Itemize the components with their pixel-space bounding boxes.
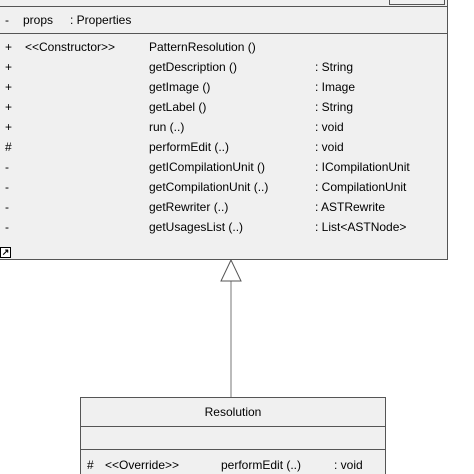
attributes-compartment: - props : Properties (0, 7, 447, 34)
operation-name: performEdit (..) (221, 458, 302, 472)
operation-return-type: : ICompilationUnit (315, 160, 410, 174)
operation-visibility: + (5, 120, 13, 134)
resolution-class-box[interactable]: Resolution # <<Override>> performEdit (.… (80, 397, 386, 474)
operation-stereotype: <<Override>> (105, 458, 180, 472)
operations-compartment: # <<Override>> performEdit (..) : void (81, 450, 385, 474)
operation-name: PatternResolution () (149, 40, 256, 54)
operation-row[interactable]: + getLabel () : String (0, 97, 447, 117)
operation-name: getUsagesList (..) (149, 220, 244, 234)
operation-return-type: : String (315, 100, 354, 114)
operation-visibility: - (5, 220, 9, 234)
operation-name: getImage () (149, 80, 211, 94)
operation-row[interactable]: + run (..) : void (0, 117, 447, 137)
operation-return-type: : String (315, 60, 354, 74)
operation-name: getDescription () (149, 60, 238, 74)
operation-row[interactable]: + <<Constructor>> PatternResolution () (0, 37, 447, 57)
operation-name: getICompilationUnit () (149, 160, 266, 174)
operation-return-type: : void (315, 120, 344, 134)
operation-visibility: + (5, 40, 13, 54)
operation-visibility: - (5, 180, 9, 194)
class-name: Resolution (81, 398, 385, 427)
operation-row[interactable]: - getICompilationUnit () : ICompilationU… (0, 157, 447, 177)
operation-return-type: : ASTRewrite (315, 200, 386, 214)
operation-visibility: - (5, 160, 9, 174)
operations-compartment: + <<Constructor>> PatternResolution () +… (0, 34, 447, 259)
parent-class-box[interactable]: - props : Properties + <<Constructor>> P… (0, 0, 448, 260)
operation-name: getLabel () (149, 100, 207, 114)
operation-visibility: # (87, 458, 94, 472)
operation-visibility: - (5, 200, 9, 214)
attribute-type: : Properties (70, 13, 132, 27)
operation-return-type: : Image (315, 80, 356, 94)
operation-return-type: : void (334, 458, 363, 472)
class-name-compartment (0, 0, 447, 7)
operation-return-type: : void (315, 140, 344, 154)
operation-visibility: + (5, 60, 13, 74)
operation-visibility: + (5, 80, 13, 94)
operation-name: performEdit (..) (149, 140, 230, 154)
operation-visibility: + (5, 100, 13, 114)
class-header-tab (389, 0, 445, 5)
operation-visibility: # (5, 140, 12, 154)
operation-row[interactable]: - getRewriter (..) : ASTRewrite (0, 197, 447, 217)
shortcut-arrow-icon[interactable]: ↗ (0, 247, 11, 258)
operation-name: getCompilationUnit (..) (149, 180, 269, 194)
operation-name: run (..) (149, 120, 185, 134)
attribute-name: props (23, 13, 54, 27)
operation-row[interactable]: + getDescription () : String (0, 57, 447, 77)
attributes-compartment (81, 427, 385, 450)
operation-return-type: : CompilationUnit (315, 180, 407, 194)
operation-return-type: : List<ASTNode> (315, 220, 407, 234)
operation-name: getRewriter (..) (149, 200, 229, 214)
operation-row[interactable]: # performEdit (..) : void (0, 137, 447, 157)
attribute-visibility: - (5, 13, 9, 27)
operation-stereotype: <<Constructor>> (25, 40, 116, 54)
operation-row[interactable]: + getImage () : Image (0, 77, 447, 97)
operation-row[interactable]: # <<Override>> performEdit (..) : void (81, 455, 385, 474)
operation-row[interactable]: - getUsagesList (..) : List<ASTNode> (0, 217, 447, 237)
operation-row[interactable]: - getCompilationUnit (..) : CompilationU… (0, 177, 447, 197)
generalization-arrowhead (220, 258, 242, 282)
